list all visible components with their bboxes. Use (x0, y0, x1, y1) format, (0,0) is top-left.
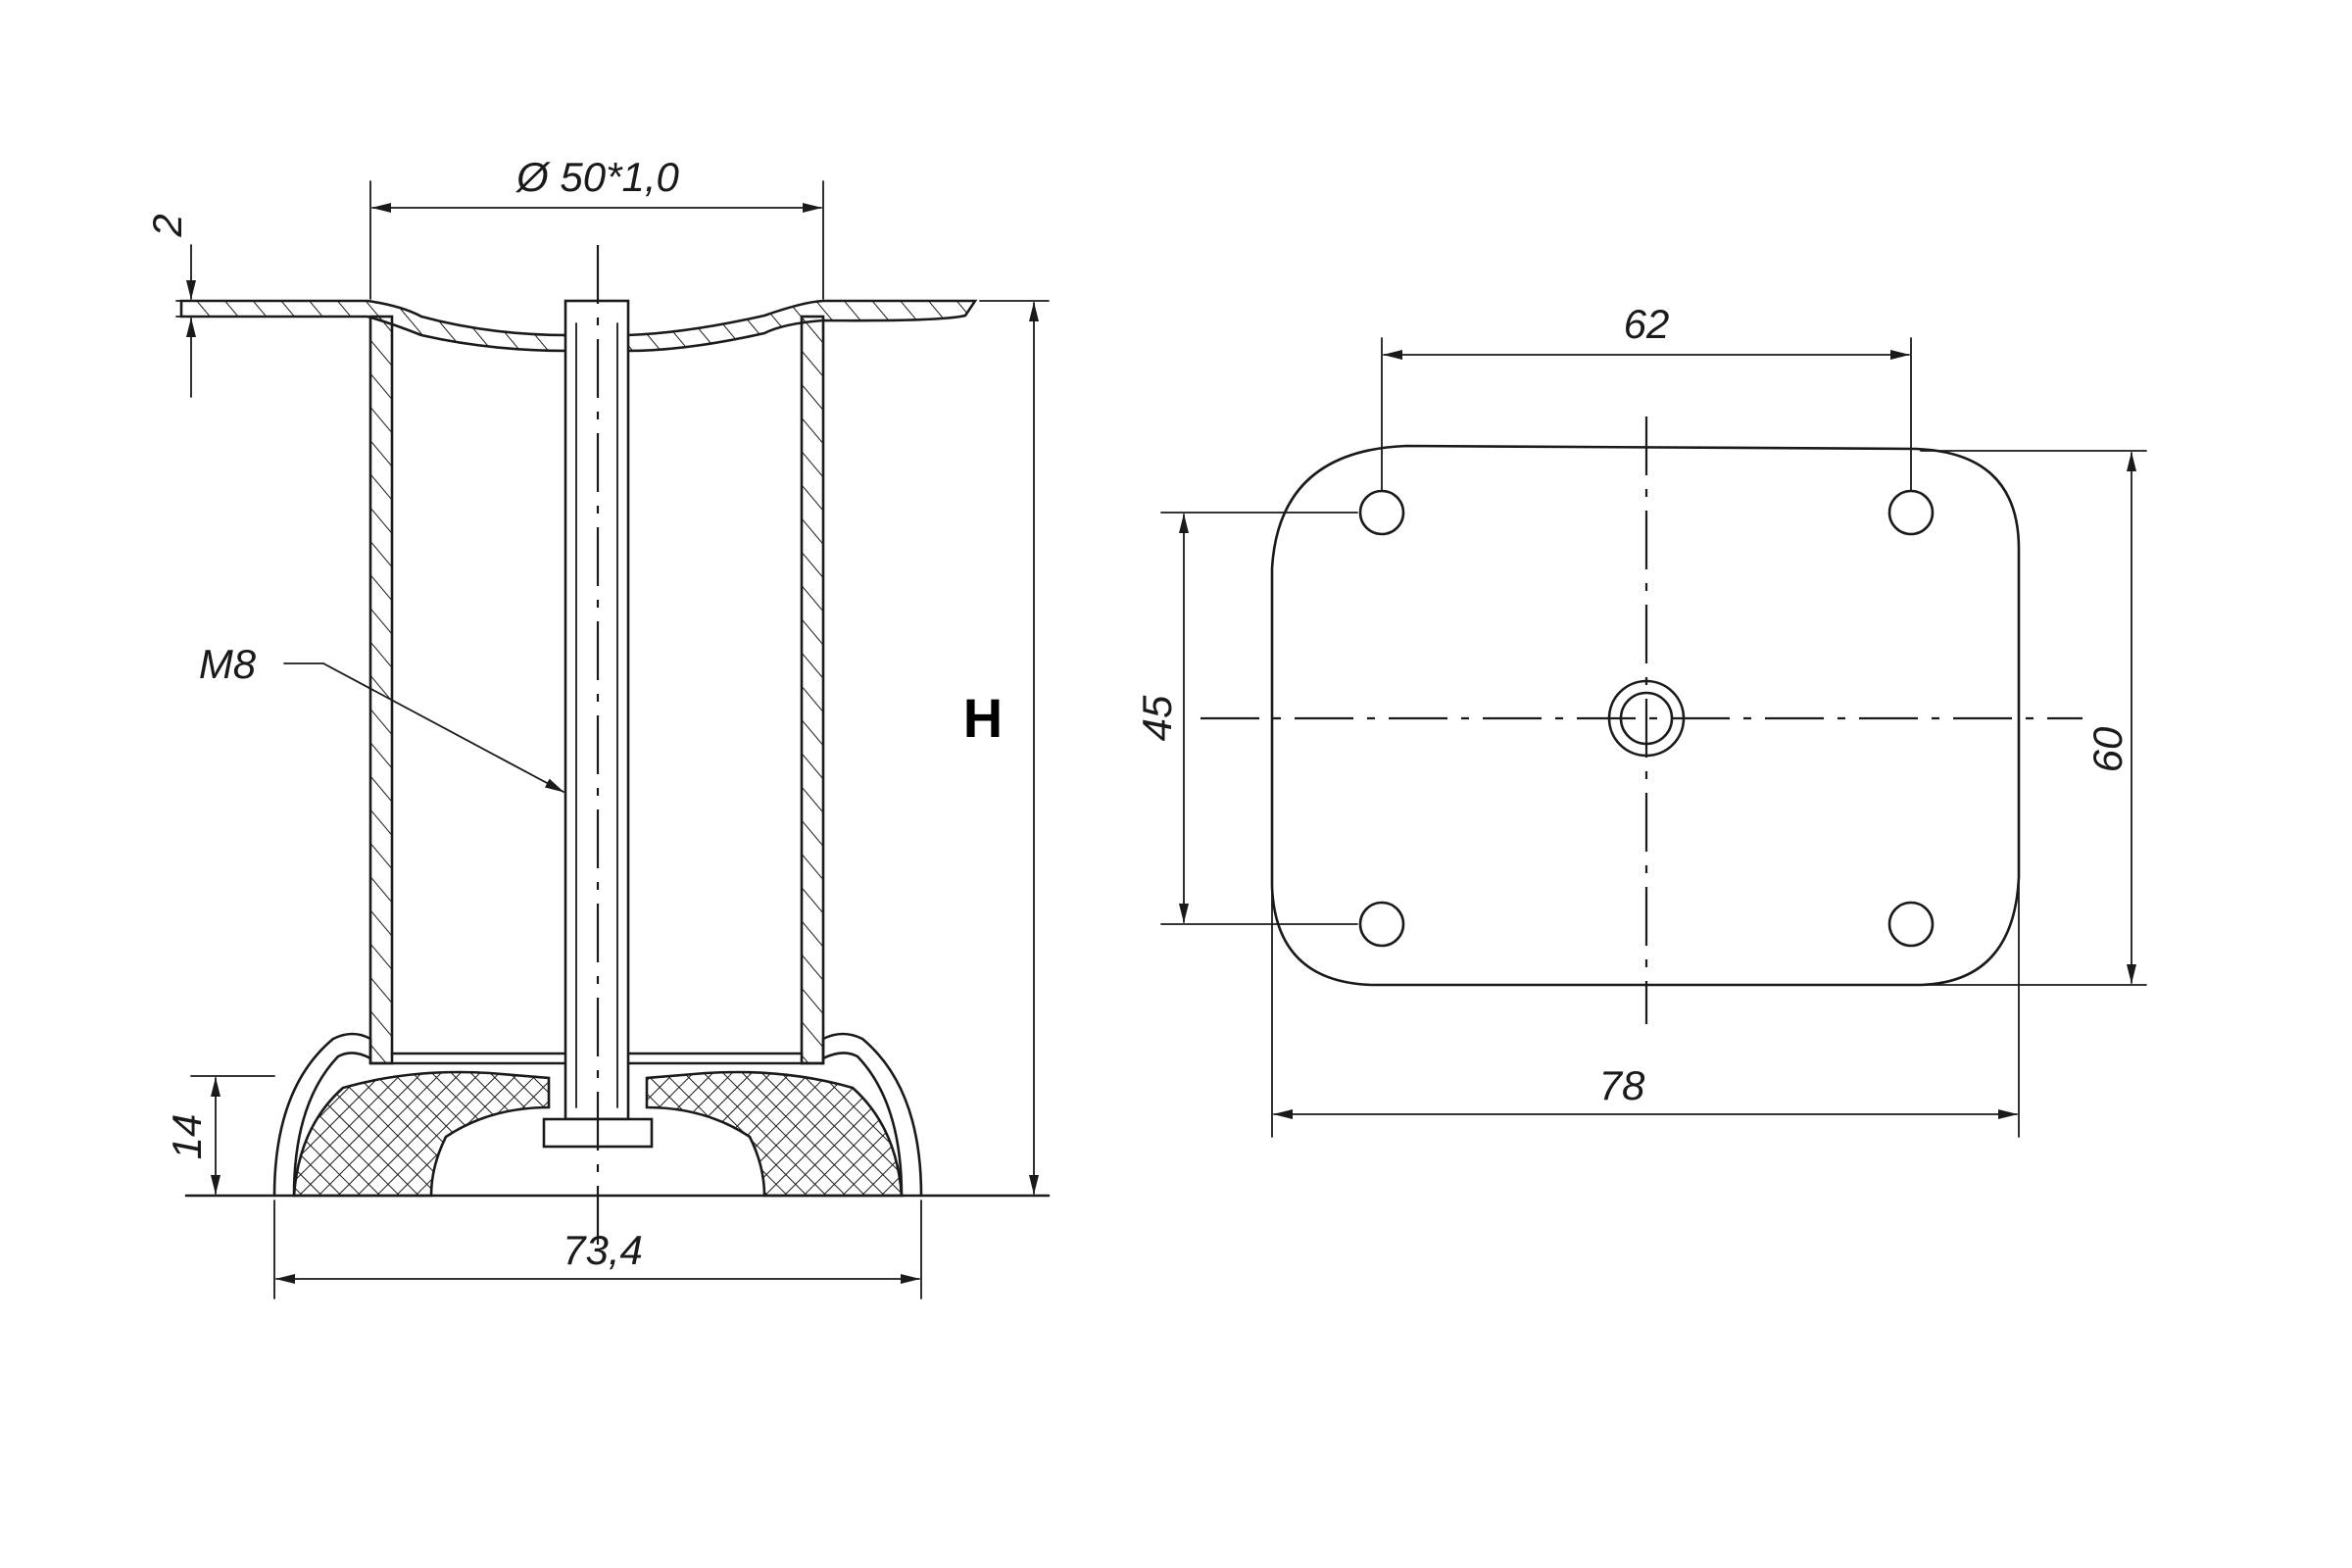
mounting-hole-top-right (1887, 489, 1935, 536)
mounting-hole-top-left (1358, 489, 1405, 536)
plate-width-label: 78 (1599, 1062, 1645, 1108)
center-nut-inner (1619, 691, 1674, 746)
base-diameter-label: 73,4 (563, 1227, 643, 1273)
rubber-foot-section-right (645, 1070, 904, 1198)
bolt-thread-label: M8 (199, 641, 257, 687)
center-nut-outer (1607, 679, 1686, 758)
mounting-plate-section (179, 299, 978, 353)
plate-height-label: 60 (2084, 726, 2131, 772)
foot-cap-shell (272, 1032, 923, 1198)
plate-thickness-label: 2 (144, 214, 190, 237)
mounting-hole-bottom-left (1358, 901, 1405, 948)
rubber-foot-section (292, 1070, 551, 1198)
mounting-hole-bottom-right (1887, 901, 1935, 948)
mounting-plate-outline (1270, 444, 2021, 987)
height-label: H (963, 687, 1003, 749)
bolt-thread-leader (283, 662, 564, 793)
hole-spacing-x-label: 62 (1624, 301, 1670, 347)
bolt-shaft (564, 299, 630, 1121)
side-view: Ø 50*1,0 2 14 73,4 H M8 (144, 154, 1051, 1299)
hole-spacing-y-label: 45 (1134, 695, 1180, 741)
tube-diameter-label: Ø 50*1,0 (514, 154, 679, 200)
foot-height-label: 14 (164, 1114, 210, 1160)
top-view: 62 45 60 78 (1134, 301, 2147, 1138)
tube-wall-right (800, 315, 825, 1065)
